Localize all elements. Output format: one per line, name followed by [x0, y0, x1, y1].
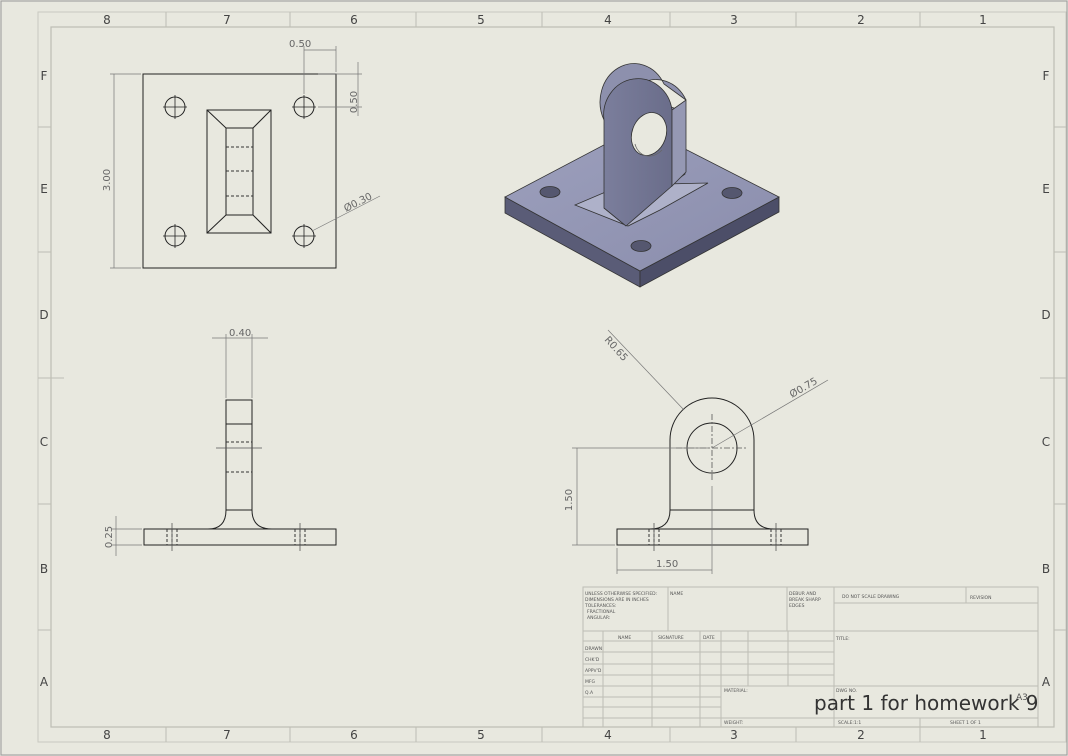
tb-deburr-1: DEBUR AND [789, 591, 817, 597]
zone-row-d: D [39, 308, 48, 322]
zone-col-6-bottom: 6 [350, 728, 358, 742]
zone-col-1-bottom: 1 [979, 728, 987, 742]
zone-col-5: 5 [477, 13, 485, 27]
zone-col-8-bottom: 8 [103, 728, 111, 742]
iso-hole [630, 240, 652, 252]
tb-title-label: TITLE: [835, 636, 850, 642]
zone-col-6: 6 [350, 13, 358, 27]
zone-col-3: 3 [730, 13, 738, 27]
tb-weight: WEIGHT: [724, 720, 743, 726]
tb-deburr-3: EDGES [789, 603, 805, 609]
tb-deburr-2: BREAK SHARP [789, 597, 821, 603]
zone-row-a: A [40, 675, 49, 689]
tb-note-3: TOLERANCES: [584, 603, 616, 609]
top-view-holes [163, 95, 316, 248]
zone-row-a-right: A [1042, 675, 1051, 689]
zone-col-5-bottom: 5 [477, 728, 485, 742]
dim-right-spacing: 0.50 [349, 91, 360, 113]
zone-ticks [38, 12, 1066, 742]
zone-col-2: 2 [857, 13, 865, 27]
zone-col-4-bottom: 4 [604, 728, 612, 742]
zone-col-1: 1 [979, 13, 987, 27]
zone-row-b-right: B [1042, 562, 1050, 576]
zone-row-b: B [40, 562, 48, 576]
zone-col-8: 8 [103, 13, 111, 27]
tb-no-scale: DO NOT SCALE DRAWING [842, 594, 900, 600]
tb-dwg-no: DWG NO. [836, 688, 857, 694]
zone-row-e: E [40, 182, 48, 196]
dim-base-thick: 0.25 [104, 526, 115, 548]
iso-hole [539, 186, 561, 198]
zone-row-f: F [41, 69, 48, 83]
dim-thickness: 0.40 [229, 328, 251, 339]
isometric-view [504, 63, 780, 288]
tb-row-qa: Q.A [585, 690, 594, 696]
tb-note-2: DIMENSIONS ARE IN INCHES [585, 597, 649, 603]
tb-revision: REVISION [970, 595, 991, 601]
tb-scale: SCALE:1:1 [838, 720, 861, 726]
tb-col-signature: SIGNATURE [658, 635, 684, 641]
zone-row-c: C [40, 435, 48, 449]
front-view-eye [649, 397, 775, 530]
tb-size: A3 [1016, 693, 1028, 703]
tb-note-4: FRACTIONAL [587, 609, 616, 615]
drawing-title: part 1 for homework 9 [814, 691, 1039, 715]
tb-note-5: ANGULAR: [587, 615, 610, 621]
tb-material: MATERIAL: [724, 688, 748, 694]
zone-row-e-right: E [1042, 182, 1050, 196]
tb-col-name: NAME [618, 635, 631, 641]
tb-row-approved: APPV'D [585, 668, 602, 674]
zone-row-f-right: F [1043, 69, 1050, 83]
top-view-plate-outline [142, 73, 337, 269]
zone-col-7-bottom: 7 [223, 728, 231, 742]
zone-col-2-bottom: 2 [857, 728, 865, 742]
tb-row-drawn: DRAWN [585, 646, 602, 652]
tb-sheet: SHEET 1 OF 1 [950, 720, 981, 726]
iso-bore [630, 112, 668, 156]
tb-note-1: UNLESS OTHERWISE SPECIFIED: [585, 591, 657, 597]
dim-center-offset: 1.50 [656, 559, 678, 570]
zone-col-7: 7 [223, 13, 231, 27]
iso-hole [721, 187, 743, 199]
zone-row-d-right: D [1041, 308, 1050, 322]
side-view-upright [207, 399, 273, 530]
tb-row-checked: CHK'D [585, 657, 600, 663]
dim-center-height: 1.50 [564, 489, 575, 511]
side-view: 0.40 0.25 [104, 328, 337, 556]
dim-height: 3.00 [102, 169, 113, 191]
zone-row-c-right: C [1042, 435, 1050, 449]
top-view-boss-outer [206, 109, 272, 234]
tb-row-mfg: MFG [585, 679, 595, 685]
zone-col-4: 4 [604, 13, 612, 27]
dim-top-spacing: 0.50 [289, 39, 311, 50]
zone-col-3-bottom: 3 [730, 728, 738, 742]
title-block [582, 586, 1039, 728]
tb-col-date: DATE [703, 635, 715, 641]
tb-name-label: NAME [670, 591, 683, 597]
